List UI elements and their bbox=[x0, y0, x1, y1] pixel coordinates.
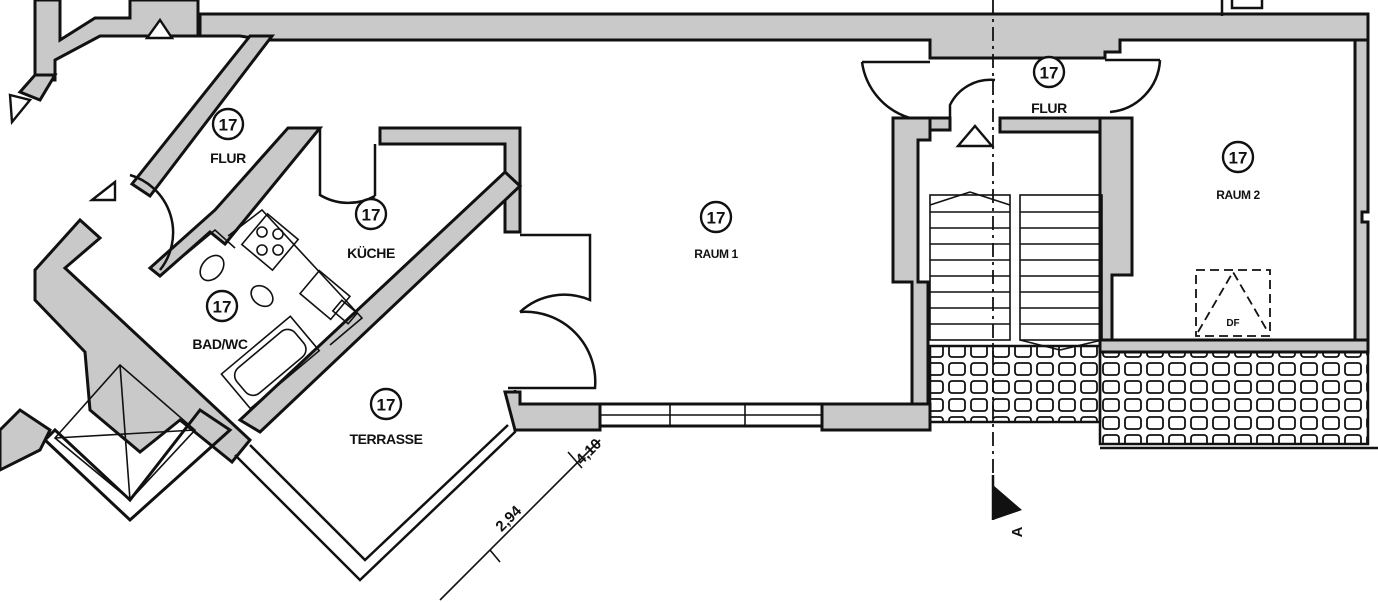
top-outer-wall bbox=[198, 12, 1370, 60]
room-name: RAUM 2 bbox=[1216, 188, 1260, 202]
left-corridor-wall bbox=[17, 73, 58, 102]
balcony-tiles-right bbox=[1098, 350, 1370, 446]
staircase bbox=[929, 191, 1103, 351]
room-name: FLUR bbox=[1031, 100, 1067, 116]
bathroom-fixtures bbox=[184, 228, 321, 410]
room-label-kueche: 17 KÜCHE bbox=[347, 197, 395, 261]
kitchen-fixtures bbox=[227, 208, 364, 346]
kitchen-right-wall bbox=[378, 126, 522, 234]
room-name: TERRASSE bbox=[349, 431, 422, 447]
room-number: 17 bbox=[1229, 149, 1248, 168]
room-name: FLUR bbox=[210, 150, 246, 166]
balcony-tiles-left bbox=[928, 344, 1102, 424]
room-number: 17 bbox=[377, 396, 396, 415]
entry-arrows bbox=[8, 17, 995, 202]
corridor-diagonal-wall bbox=[129, 34, 276, 199]
top-left-wall bbox=[33, 0, 200, 82]
room-label-raum-1: 17 RAUM 1 bbox=[694, 200, 739, 261]
terrace-diagonal-wall bbox=[237, 169, 523, 434]
stairwell-right-wall bbox=[1098, 116, 1134, 342]
section-marker: A bbox=[1009, 526, 1026, 537]
room-number: 17 bbox=[1040, 64, 1059, 83]
room-name: RAUM 1 bbox=[694, 247, 738, 261]
dimension-bottom: 2,94 bbox=[492, 502, 525, 535]
right-outer-wall bbox=[1353, 38, 1370, 347]
room-name: BAD/WC bbox=[192, 336, 247, 352]
room-label-terrasse: 17 TERRASSE bbox=[349, 387, 423, 447]
door-swings bbox=[129, 58, 1162, 390]
room-label-bad-wc: 17 BAD/WC bbox=[192, 289, 248, 352]
window-label: DF bbox=[1226, 318, 1239, 329]
room-label-flur-right: 17 FLUR bbox=[1031, 55, 1068, 116]
room-number: 17 bbox=[707, 209, 726, 228]
raum1-bottom-wall bbox=[503, 390, 602, 432]
room-name: KÜCHE bbox=[347, 245, 395, 261]
room-label-raum-2: 17 RAUM 2 bbox=[1216, 140, 1261, 202]
room-number: 17 bbox=[362, 206, 381, 225]
roof-window: DF bbox=[1195, 269, 1271, 337]
section-line-a: A bbox=[991, 0, 1026, 537]
left-diagonal-wall bbox=[33, 217, 253, 465]
room-label-flur-left: 17 FLUR bbox=[210, 107, 247, 166]
room-number: 17 bbox=[213, 298, 232, 317]
dimension-lines: 4,10 2,94 bbox=[439, 435, 605, 601]
stairwell-left-wall bbox=[891, 116, 932, 406]
room-number: 17 bbox=[219, 116, 238, 135]
